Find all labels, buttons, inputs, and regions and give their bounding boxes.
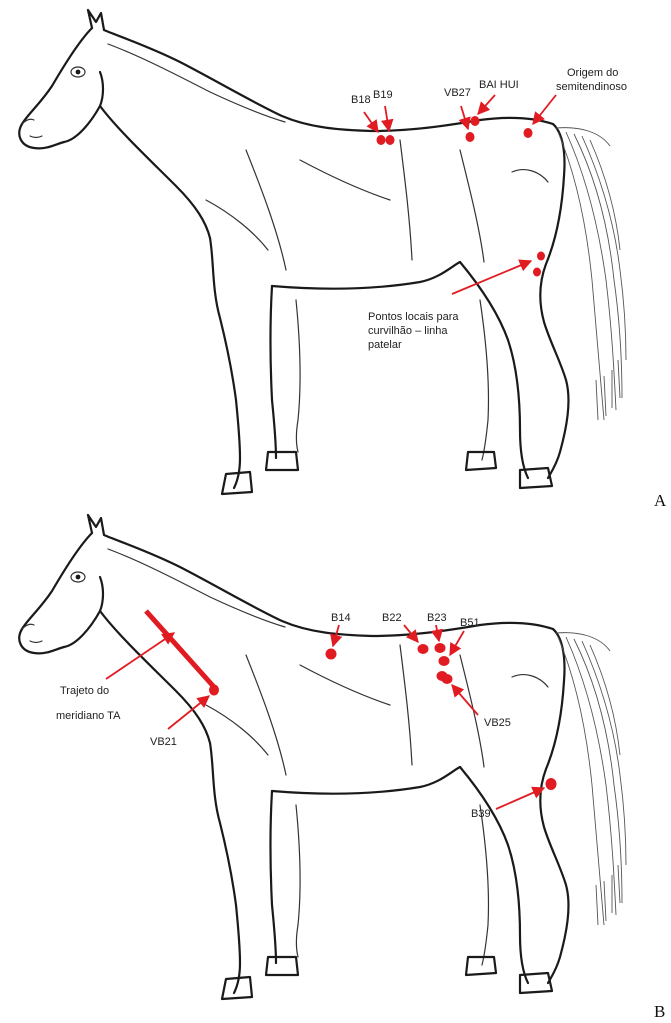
point-vb25	[442, 674, 453, 684]
arrow-vb27	[461, 106, 468, 129]
point-b23	[435, 643, 446, 653]
point-bai-hui	[471, 116, 480, 126]
point-curvilhao-lower	[533, 268, 541, 277]
label-pontos-line2: curvilhão – linha	[368, 325, 448, 337]
arrow-origem	[533, 95, 556, 124]
arrow-b14	[333, 625, 339, 646]
panel-letter-b: B	[654, 1002, 665, 1021]
arrow-b39	[496, 788, 544, 809]
label-vb21: VB21	[150, 736, 177, 748]
point-b39	[546, 778, 557, 790]
arrows-b	[106, 625, 544, 809]
label-origem-line1: Origem do	[567, 67, 618, 79]
point-b14	[326, 649, 337, 660]
point-origem	[524, 128, 533, 138]
point-curvilhao-upper	[537, 252, 545, 261]
label-vb25: VB25	[484, 717, 511, 729]
horse-drawing-a	[19, 10, 626, 494]
label-origem-line2: semitendinoso	[556, 81, 627, 93]
label-b14: B14	[331, 612, 351, 624]
arrow-b23	[436, 625, 439, 641]
point-b19	[386, 135, 395, 145]
panel-a: B18 B19 VB27 BAI HUI Origem do semitendi…	[19, 10, 667, 510]
point-vb21	[209, 685, 219, 696]
label-trajeto-line1: Trajeto do	[60, 685, 109, 697]
label-b22: B22	[382, 612, 402, 624]
arrows-a	[364, 95, 556, 294]
meridian-ta-line	[146, 611, 214, 687]
label-pontos-line3: patelar	[368, 339, 402, 351]
label-b19: B19	[373, 89, 393, 101]
points-a	[377, 116, 546, 277]
label-bai-hui: BAI HUI	[479, 79, 519, 91]
label-b51: B51	[460, 617, 480, 629]
label-b18: B18	[351, 94, 371, 106]
panel-letter-a: A	[654, 491, 667, 510]
label-b39: B39	[471, 808, 491, 820]
arrow-b18	[364, 112, 378, 132]
label-b23: B23	[427, 612, 447, 624]
arrow-b51	[450, 631, 464, 655]
arrow-bai-hui	[478, 95, 495, 114]
panel-b: B14 B22 B23 B51 VB25 VB21 B39 Trajeto do…	[19, 515, 665, 1021]
label-pontos-line1: Pontos locais para	[368, 311, 459, 323]
arrow-vb25	[452, 685, 478, 715]
arrow-b19	[385, 106, 389, 131]
label-vb27: VB27	[444, 87, 471, 99]
point-vb27	[466, 132, 475, 142]
horse-drawing-b	[19, 515, 626, 999]
point-b51-upper	[439, 656, 450, 666]
point-b18	[377, 135, 386, 145]
label-trajeto-line2: meridiano TA	[56, 710, 121, 722]
arrow-trajeto	[106, 633, 174, 679]
point-b22	[418, 644, 429, 654]
